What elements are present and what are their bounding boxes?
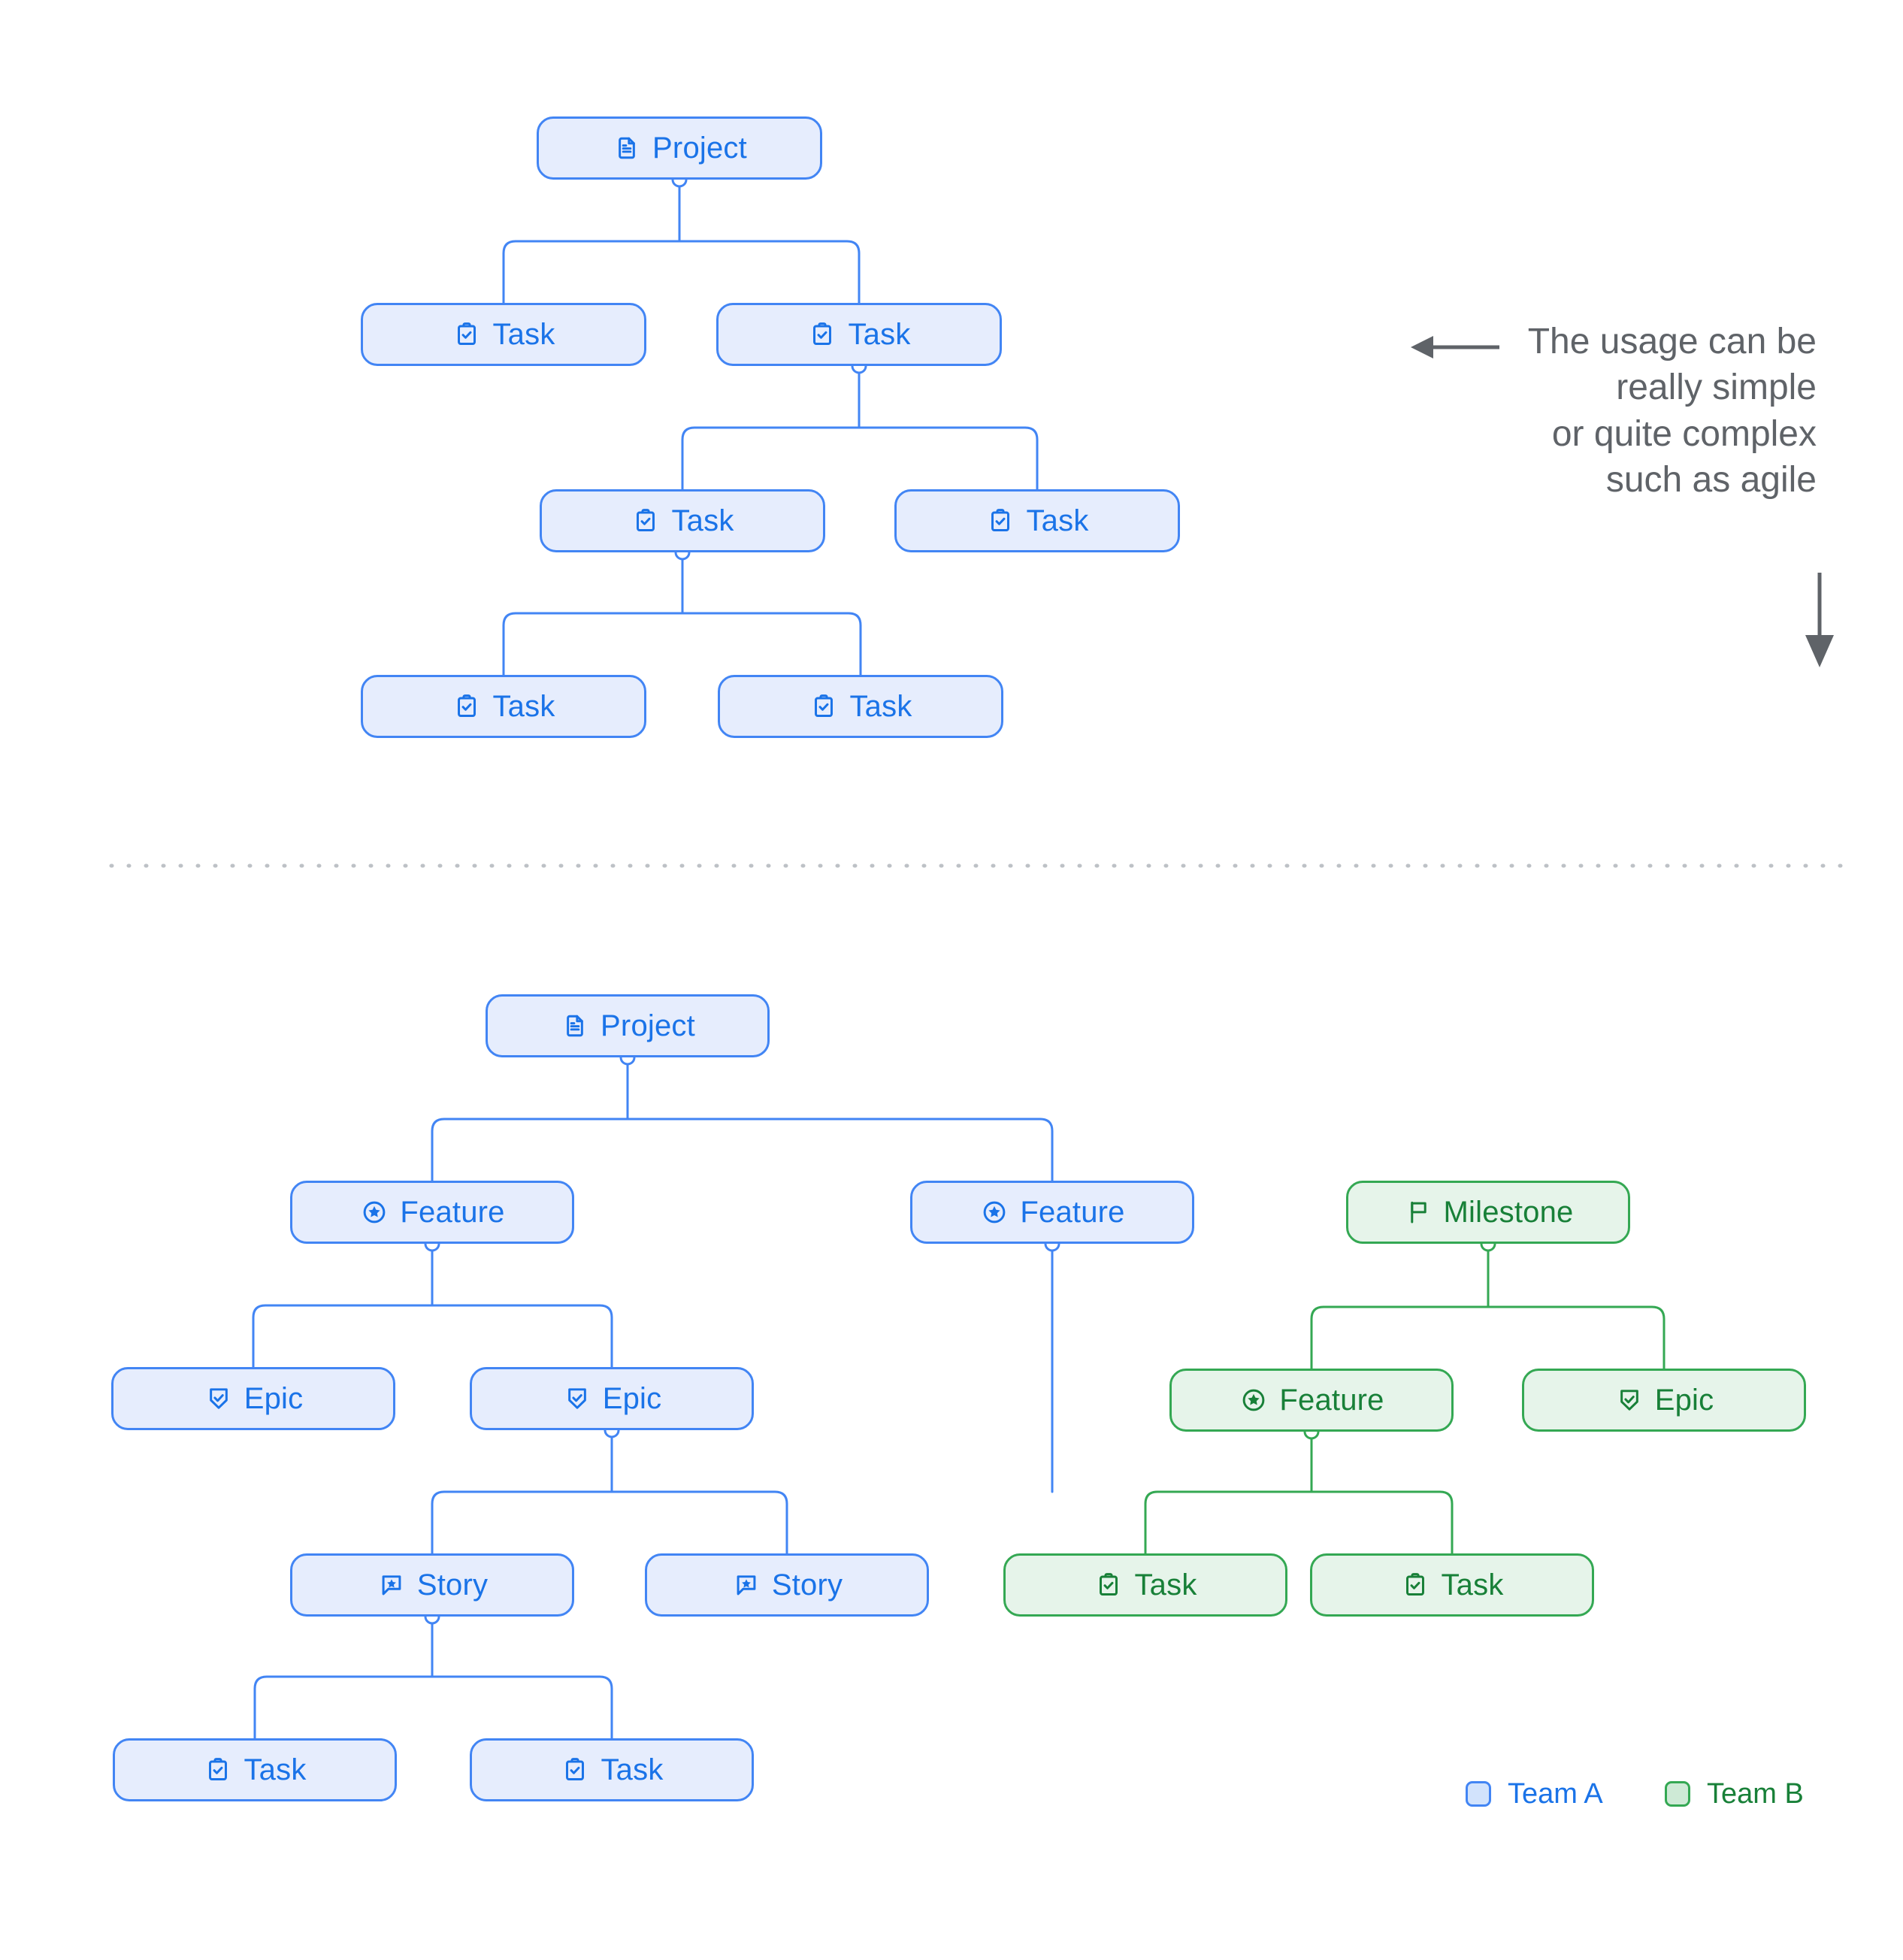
node-epic[interactable]: Epic <box>1522 1369 1806 1432</box>
annotation-line: really simple <box>1616 368 1817 408</box>
task-icon <box>807 319 837 349</box>
node-label: Story <box>416 1568 489 1602</box>
connector-path <box>1144 1490 1454 1555</box>
story-icon <box>377 1570 407 1600</box>
node-feature[interactable]: Feature <box>1169 1369 1454 1432</box>
connector-path <box>252 1304 613 1369</box>
node-task[interactable]: Task <box>361 675 646 738</box>
task-icon <box>560 1755 590 1785</box>
node-label: Milestone <box>1443 1196 1574 1229</box>
node-milestone[interactable]: Milestone <box>1346 1181 1630 1244</box>
node-label: Epic <box>602 1382 662 1415</box>
node-task[interactable]: Task <box>470 1738 754 1801</box>
arrow-down-icon <box>1805 573 1834 667</box>
task-icon <box>1094 1570 1124 1600</box>
feature-icon <box>979 1197 1009 1227</box>
milestone-icon <box>1403 1197 1433 1227</box>
node-task[interactable]: Task <box>361 303 646 366</box>
node-feature[interactable]: Feature <box>910 1181 1194 1244</box>
epic-icon <box>204 1384 234 1414</box>
node-task[interactable]: Task <box>540 489 825 552</box>
node-label: Epic <box>244 1382 304 1415</box>
node-label: Task <box>1441 1568 1504 1602</box>
task-icon <box>631 506 661 536</box>
legend-label: Team A <box>1508 1778 1603 1810</box>
node-label: Task <box>848 318 911 351</box>
node-task[interactable]: Task <box>716 303 1002 366</box>
task-icon <box>809 691 839 721</box>
node-task[interactable]: Task <box>1310 1553 1594 1617</box>
document-icon <box>560 1011 590 1041</box>
epic-icon <box>1614 1385 1644 1415</box>
task-icon <box>203 1755 233 1785</box>
node-feature[interactable]: Feature <box>290 1181 574 1244</box>
square-swatch-icon <box>1466 1781 1491 1807</box>
annotation-line: or quite complex <box>1551 413 1817 454</box>
node-label: Task <box>1134 1568 1197 1602</box>
legend-label: Team B <box>1707 1778 1804 1810</box>
node-project[interactable]: Project <box>486 994 770 1057</box>
task-icon <box>1400 1570 1430 1600</box>
document-icon <box>612 133 642 163</box>
node-label: Feature <box>400 1196 505 1229</box>
node-task[interactable]: Task <box>1003 1553 1287 1617</box>
feature-icon <box>1239 1385 1269 1415</box>
task-icon <box>452 691 482 721</box>
connector-path <box>431 1490 788 1555</box>
annotation-line: such as agile <box>1605 460 1817 501</box>
connector-path <box>253 1675 613 1740</box>
square-swatch-icon <box>1665 1781 1690 1807</box>
node-task[interactable]: Task <box>894 489 1180 552</box>
node-label: Task <box>601 1753 664 1786</box>
node-label: Task <box>492 318 555 351</box>
story-icon <box>731 1570 761 1600</box>
node-label: Task <box>492 690 555 723</box>
task-icon <box>985 506 1015 536</box>
feature-icon <box>359 1197 389 1227</box>
node-label: Epic <box>1654 1384 1714 1417</box>
annotation-line: The usage can be <box>1527 322 1817 361</box>
node-project[interactable]: Project <box>537 116 822 180</box>
node-epic[interactable]: Epic <box>470 1367 754 1430</box>
node-story[interactable]: Story <box>290 1553 574 1617</box>
node-label: Task <box>1026 504 1089 537</box>
node-task[interactable]: Task <box>718 675 1003 738</box>
connector-path <box>502 240 861 304</box>
legend-item-team-b[interactable]: Team B <box>1665 1780 1804 1808</box>
node-label: Project <box>652 132 747 165</box>
connector-path <box>681 426 1039 491</box>
connector-path <box>1310 1305 1666 1370</box>
epic-icon <box>562 1384 592 1414</box>
node-story[interactable]: Story <box>645 1553 929 1617</box>
connector-path <box>431 1118 1054 1182</box>
node-task[interactable]: Task <box>113 1738 397 1801</box>
legend-item-team-a[interactable]: Team A <box>1466 1780 1603 1808</box>
node-label: Feature <box>1020 1196 1125 1229</box>
node-label: Feature <box>1279 1384 1384 1417</box>
node-label: Task <box>244 1753 307 1786</box>
task-icon <box>452 319 482 349</box>
node-label: Story <box>771 1568 843 1602</box>
node-label: Task <box>849 690 912 723</box>
node-epic[interactable]: Epic <box>111 1367 395 1430</box>
annotation-callout: The usage can be really simple or quite co… <box>1396 319 1817 504</box>
node-label: Task <box>671 504 734 537</box>
node-label: Project <box>601 1009 695 1042</box>
connector-path <box>502 612 862 676</box>
